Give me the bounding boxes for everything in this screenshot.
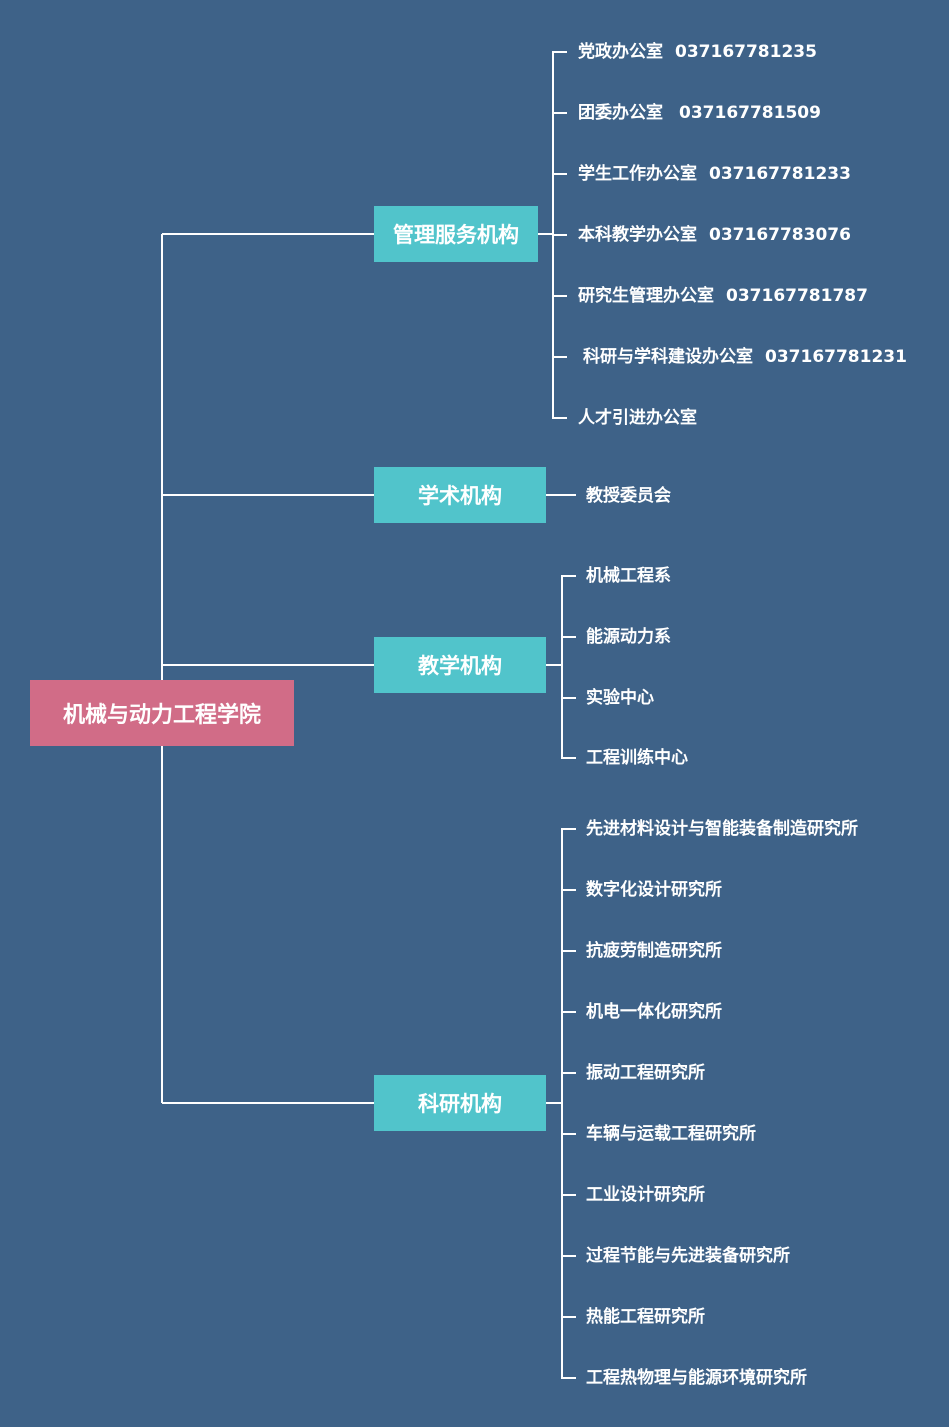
research-item: 先进材料设计与智能装备制造研究所 bbox=[586, 819, 858, 839]
research-item: 工程热物理与能源环境研究所 bbox=[586, 1368, 807, 1388]
office-phone: 037167781231 bbox=[765, 347, 907, 367]
office-name: 研究生管理办公室 bbox=[578, 286, 714, 306]
branch-management: 管理服务机构 bbox=[374, 206, 538, 262]
office-phone: 037167781235 bbox=[675, 42, 817, 62]
root-node: 机械与动力工程学院 bbox=[30, 680, 294, 746]
management-item: 人才引进办公室 bbox=[578, 407, 697, 429]
management-item: 学生工作办公室 037167781233 bbox=[578, 163, 851, 185]
teaching-item: 实验中心 bbox=[586, 688, 654, 708]
teaching-item: 能源动力系 bbox=[586, 627, 671, 647]
office-phone: 037167781787 bbox=[726, 286, 868, 306]
office-name: 科研与学科建设办公室 bbox=[583, 347, 753, 367]
office-name: 本科教学办公室 bbox=[578, 225, 697, 245]
management-item: 研究生管理办公室 037167781787 bbox=[578, 285, 868, 307]
research-item: 振动工程研究所 bbox=[586, 1063, 705, 1083]
office-name: 学生工作办公室 bbox=[578, 164, 697, 184]
teaching-item: 工程训练中心 bbox=[586, 748, 688, 768]
management-item: 科研与学科建设办公室 037167781231 bbox=[583, 346, 907, 368]
research-bracket bbox=[561, 828, 576, 1379]
branch-research: 科研机构 bbox=[374, 1075, 546, 1131]
research-item: 车辆与运载工程研究所 bbox=[586, 1124, 756, 1144]
research-item: 工业设计研究所 bbox=[586, 1185, 705, 1205]
management-item: 团委办公室 037167781509 bbox=[578, 102, 821, 124]
research-item: 抗疲劳制造研究所 bbox=[586, 941, 722, 961]
office-phone: 037167783076 bbox=[709, 225, 851, 245]
branch-teaching: 教学机构 bbox=[374, 637, 546, 693]
office-phone: 037167781233 bbox=[709, 164, 851, 184]
branch-academic: 学术机构 bbox=[374, 467, 546, 523]
office-name: 人才引进办公室 bbox=[578, 408, 697, 428]
management-item: 党政办公室 037167781235 bbox=[578, 41, 817, 63]
research-item: 热能工程研究所 bbox=[586, 1307, 705, 1327]
office-name: 团委办公室 bbox=[578, 103, 663, 123]
management-item: 本科教学办公室 037167783076 bbox=[578, 224, 851, 246]
office-name: 党政办公室 bbox=[578, 42, 663, 62]
office-phone: 037167781509 bbox=[679, 103, 821, 123]
teaching-bracket bbox=[561, 575, 576, 759]
teaching-item: 机械工程系 bbox=[586, 566, 671, 586]
research-item: 机电一体化研究所 bbox=[586, 1002, 722, 1022]
research-item: 过程节能与先进装备研究所 bbox=[586, 1246, 790, 1266]
research-item: 数字化设计研究所 bbox=[586, 880, 722, 900]
academic-item: 教授委员会 bbox=[586, 486, 671, 506]
